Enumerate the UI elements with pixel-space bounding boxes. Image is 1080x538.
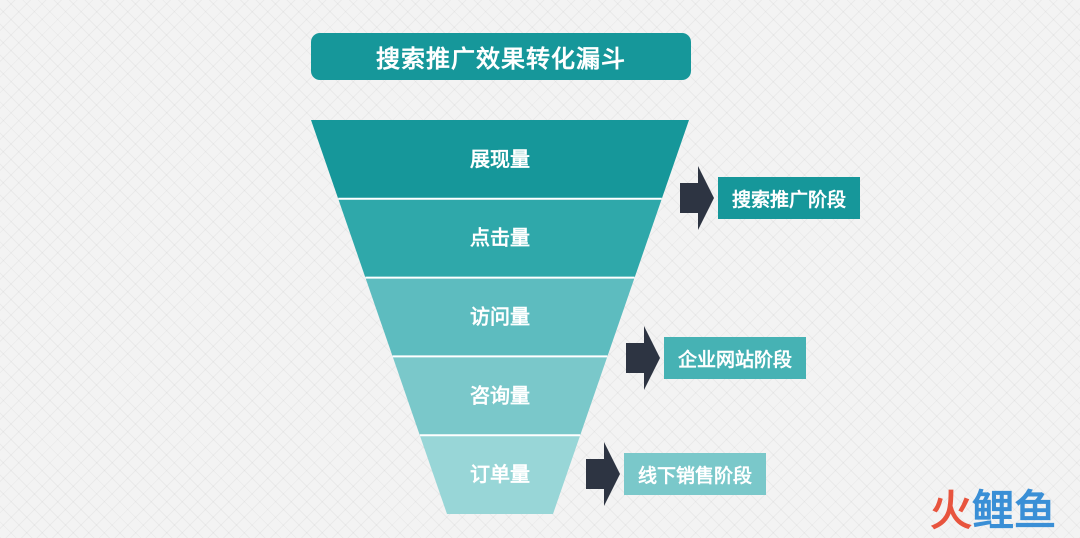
watermark-char: 鱼 <box>1013 486 1056 535</box>
funnel-layer-label: 访问量 <box>470 305 530 329</box>
stage-label-offline-sales: 线下销售阶段 <box>624 453 767 495</box>
right-arrow-icon <box>680 166 714 230</box>
funnel-layer-label: 展现量 <box>470 147 530 171</box>
funnel-layer-label: 咨询量 <box>470 383 530 407</box>
funnel-layer-label: 点击量 <box>470 226 530 250</box>
watermark-logo: 火 鲤 鱼 <box>930 490 1056 532</box>
funnel-layer <box>392 356 608 436</box>
right-arrow-icon <box>626 326 660 390</box>
stage-search-promotion: 搜索推广阶段 <box>680 166 861 230</box>
funnel-layer <box>365 277 635 357</box>
watermark-char: 火 <box>929 486 972 535</box>
funnel-layer <box>311 120 689 199</box>
stage-label-search-promotion: 搜索推广阶段 <box>718 177 861 219</box>
stage-company-website: 企业网站阶段 <box>626 326 807 390</box>
stage-label-company-website: 企业网站阶段 <box>664 337 807 379</box>
funnel-title-text: 搜索推广效果转化漏斗 <box>376 45 626 73</box>
watermark-char: 鲤 <box>971 486 1014 535</box>
funnel-layer-label: 订单量 <box>470 462 530 486</box>
funnel-title: 搜索推广效果转化漏斗 <box>311 33 691 80</box>
funnel-layer <box>419 435 581 514</box>
stage-offline-sales: 线下销售阶段 <box>586 442 767 506</box>
funnel-layer <box>338 198 662 278</box>
right-arrow-icon <box>586 442 620 506</box>
